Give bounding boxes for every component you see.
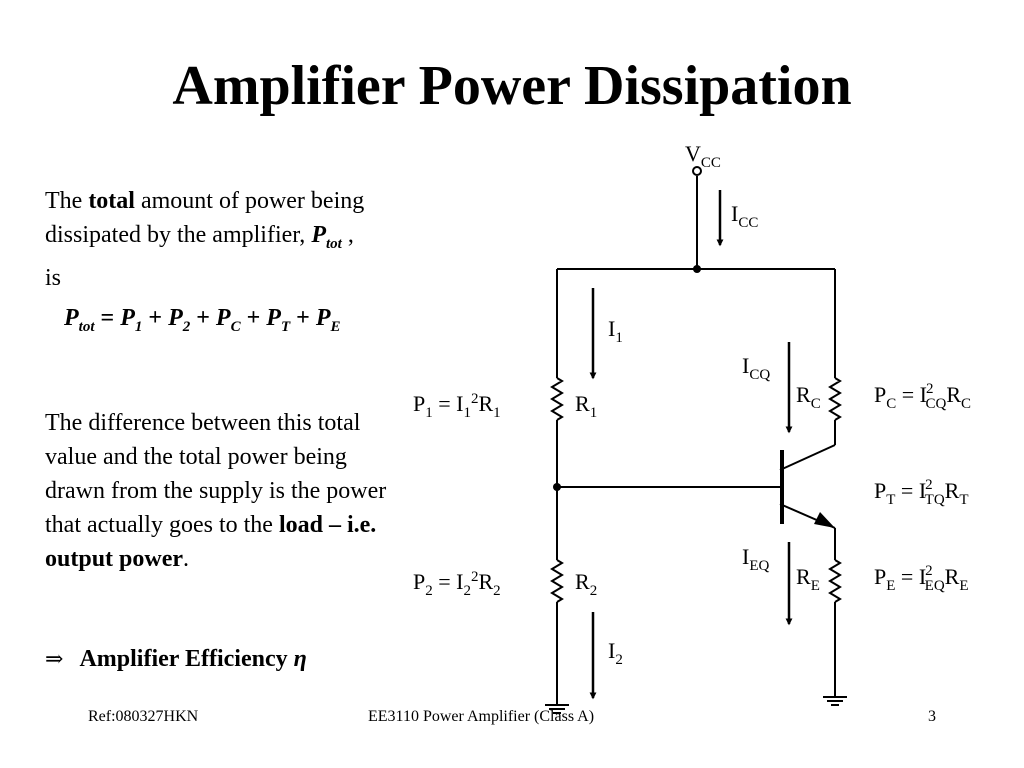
vcc-terminal: [692, 166, 702, 176]
footer-reference: Ref:080327HKN: [88, 708, 199, 725]
collector-lead: [779, 444, 836, 471]
eta-symbol: η: [293, 646, 307, 672]
para1-bold: total: [88, 188, 135, 214]
junction-dot-base: [553, 483, 561, 491]
equation-p1: P1 = I12R1: [413, 391, 501, 421]
equation-p2: P2 = I22R2: [413, 569, 501, 599]
output-power-paragraph: The difference between this total value …: [45, 406, 405, 576]
ground-right-icon: [823, 696, 847, 706]
junction-dot-top: [693, 265, 701, 273]
formula-term-1: P: [120, 305, 135, 331]
formula-plus: +: [142, 305, 169, 331]
total-power-formula: Ptot = P1 + P2 + PC + PT + PE: [64, 305, 341, 336]
ground-left-icon: [545, 704, 569, 714]
formula-term-4-sub: T: [280, 318, 291, 335]
formula-equals: =: [94, 305, 121, 331]
label-icq: ICQ: [742, 353, 770, 383]
para1-symbol: P: [311, 222, 326, 248]
formula-plus: +: [190, 305, 216, 331]
formula-lhs-sub: tot: [78, 318, 95, 335]
footer-page-number: 3: [928, 708, 936, 725]
formula-term-3: P: [215, 305, 231, 331]
label-rc: RC: [796, 382, 821, 412]
r2-resistor-icon: [550, 559, 564, 603]
rc-resistor-icon: [828, 377, 842, 421]
para1-symbol-sub: tot: [325, 235, 342, 252]
efficiency-label: Amplifier Efficiency: [79, 646, 288, 672]
total-power-paragraph: The total amount of power being dissipat…: [45, 184, 375, 295]
formula-term-3-sub: C: [230, 318, 241, 335]
label-i1: I1: [608, 316, 623, 346]
r1-resistor-icon: [550, 377, 564, 421]
formula-term-2: P: [168, 305, 183, 331]
implies-arrow-icon: ⇒: [45, 647, 64, 672]
label-icc: ICC: [731, 201, 758, 231]
para1-lead: The: [45, 188, 89, 214]
slide-title: Amplifier Power Dissipation: [172, 55, 852, 117]
label-r1: R1: [575, 391, 597, 421]
formula-term-2-sub: 2: [182, 318, 191, 335]
label-vcc: VCC: [685, 141, 721, 171]
label-ieq: IEQ: [742, 544, 769, 574]
formula-plus: +: [240, 305, 267, 331]
re-resistor-icon: [828, 559, 842, 603]
para2-tail: .: [183, 546, 190, 572]
para2-bold: load – i.e. output power: [45, 512, 377, 572]
para1-tail: , is: [45, 222, 354, 291]
label-i2: I2: [608, 638, 623, 668]
formula-term-1-sub: 1: [134, 318, 143, 335]
formula-lhs: P: [64, 305, 79, 331]
para2-text: The difference between this total value …: [45, 410, 387, 538]
para1-rest: amount of power being dissipated by the …: [45, 188, 365, 248]
circuit-wires: [556, 176, 836, 705]
formula-term-5-sub: E: [330, 318, 341, 335]
formula-term-5: P: [315, 305, 331, 331]
formula-term-4: P: [266, 305, 281, 331]
label-r2: R2: [575, 569, 597, 599]
label-re: RE: [796, 564, 820, 594]
footer-course: EE3110 Power Amplifier (Class A): [368, 708, 595, 725]
formula-plus: +: [290, 305, 316, 331]
emitter-arrow-icon: [814, 512, 835, 528]
